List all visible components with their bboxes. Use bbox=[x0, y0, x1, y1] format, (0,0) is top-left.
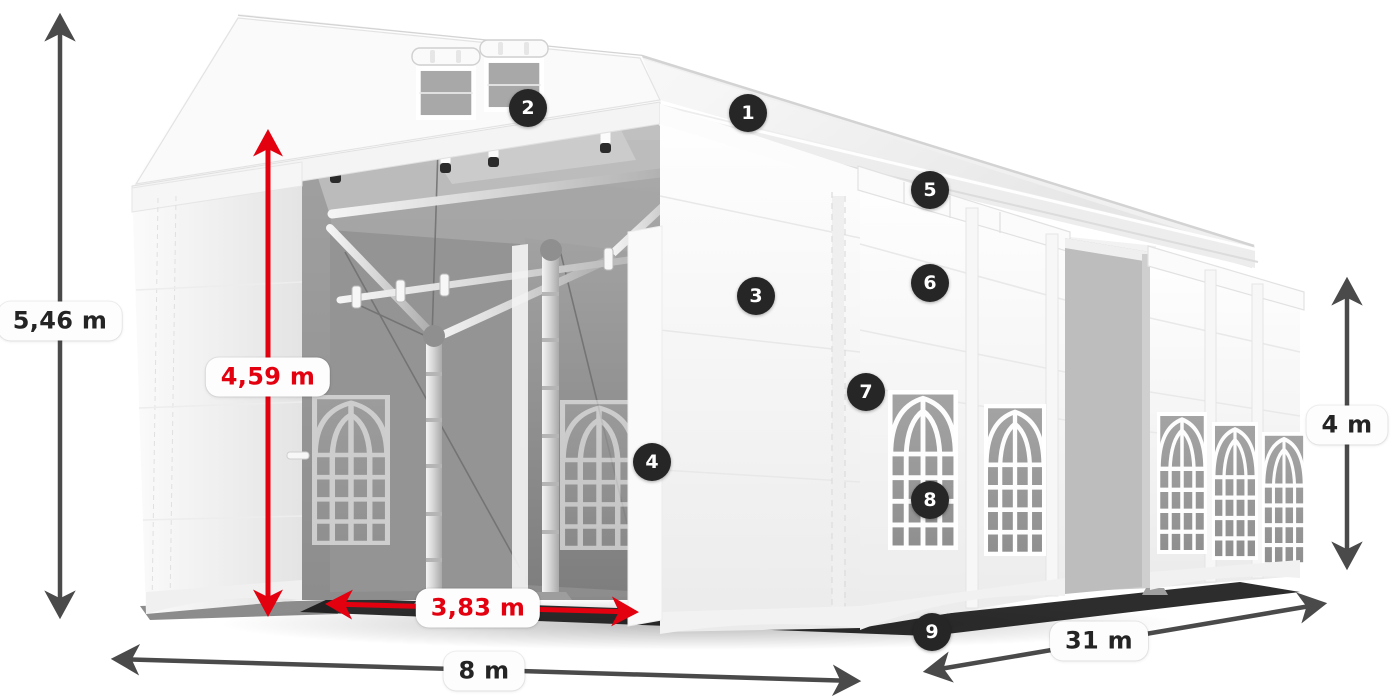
side-wall-rear-row bbox=[1147, 245, 1306, 590]
entrance-door-panel bbox=[512, 225, 667, 627]
dimension-label-ridge-height: 5,46 m bbox=[0, 301, 123, 341]
dimension-label-tent-width: 8 m bbox=[443, 651, 525, 691]
dimension-label-door-height: 4,59 m bbox=[205, 357, 331, 397]
callout-badge-2[interactable]: 2 bbox=[509, 89, 547, 127]
front-gable-panel bbox=[659, 104, 861, 634]
callout-badge-1[interactable]: 1 bbox=[729, 94, 767, 132]
callout-badge-7[interactable]: 7 bbox=[847, 373, 885, 411]
callout-badge-9[interactable]: 9 bbox=[913, 613, 951, 651]
callout-badge-4[interactable]: 4 bbox=[633, 443, 671, 481]
callout-badge-6[interactable]: 6 bbox=[911, 264, 949, 302]
frame-post bbox=[414, 239, 572, 604]
callout-badge-5[interactable]: 5 bbox=[911, 171, 949, 209]
callout-badge-3[interactable]: 3 bbox=[737, 277, 775, 315]
dimension-label-tent-length: 31 m bbox=[1050, 621, 1148, 661]
callout-badge-8[interactable]: 8 bbox=[911, 481, 949, 519]
dimension-label-wall-height: 4 m bbox=[1306, 405, 1388, 445]
dimension-label-door-width: 3,83 m bbox=[415, 588, 541, 628]
gable-roof-window-group bbox=[411, 39, 549, 120]
